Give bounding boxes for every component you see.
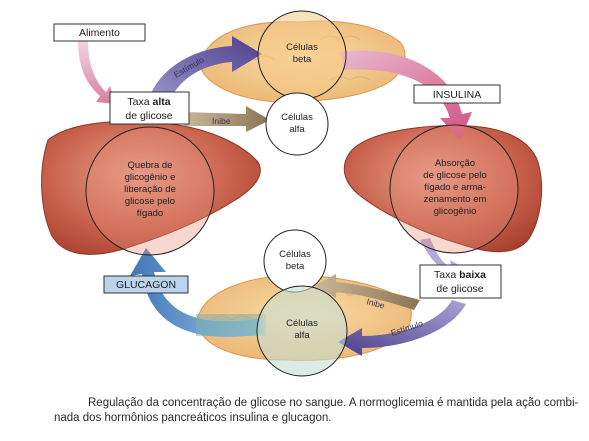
alpha-bottom-line2: alfa — [294, 330, 310, 341]
inhibit-bottom-label: Inibe — [365, 296, 386, 311]
circle-alpha-top: Células alfa — [265, 92, 329, 156]
glucagon-band — [196, 314, 266, 336]
high-glucose-bold: alta — [153, 96, 171, 108]
circle-beta-bottom: Células beta — [263, 229, 327, 293]
liver-left-line2: glicogênio e — [125, 172, 176, 183]
low-glucose-box: Taxa baixa de glicose — [419, 264, 502, 299]
low-glucose-prefix: Taxa — [434, 269, 459, 281]
high-glucose-box: Taxa alta de glicose — [109, 91, 190, 125]
food-label: Alimento — [79, 27, 120, 39]
liver-left-line1: Quebra de — [128, 160, 173, 171]
alpha-top-line1: Células — [281, 112, 313, 123]
alpha-bottom-line1: Células — [286, 318, 318, 329]
inhibit-arrow-top — [184, 106, 270, 132]
glucagon-label: GLUCAGON — [116, 279, 176, 291]
circle-beta-top: Células beta — [257, 10, 347, 100]
liver-right-line3: fígado e arma- — [424, 182, 486, 193]
glucagon-box: GLUCAGON — [103, 275, 189, 294]
beta-top-line2: beta — [293, 54, 312, 65]
glucagon-arrow — [130, 248, 262, 337]
food-arrow — [78, 40, 116, 104]
beta-bottom-line1: Células — [279, 249, 311, 260]
insulin-label: INSULINA — [433, 89, 481, 101]
liver-left-line3: liberação de — [124, 184, 176, 195]
insulin-box: INSULINA — [413, 84, 501, 104]
caption-line1: Regulação da concentração de glicose no … — [88, 397, 579, 409]
liver-left-line5: fígado — [137, 208, 163, 219]
inhibit-top-label: Inibe — [212, 116, 231, 126]
liver-right-line4: zenamento em — [424, 194, 487, 205]
circle-liver-right: Absorção de glicose pelo fígado e arma- … — [389, 124, 519, 254]
food-box: Alimento — [53, 23, 146, 42]
liver-right-line5: glicogênio — [434, 206, 477, 217]
low-glucose-line2: de glicose — [436, 283, 483, 295]
beta-top-line1: Células — [286, 42, 318, 53]
liver-right-line2: de glicose pelo — [423, 170, 486, 181]
beta-bottom-line2: beta — [286, 261, 305, 272]
stimulus-arrow-bottom — [338, 300, 466, 356]
liver-right-line1: Absorção — [435, 158, 475, 169]
high-glucose-line1: Taxa alta — [127, 96, 170, 108]
circle-alpha-bottom: Células alfa — [256, 285, 348, 377]
circle-liver-left: Quebra de glicogênio e liberação de glic… — [85, 126, 215, 256]
low-glucose-bold: baixa — [459, 269, 486, 281]
liver-left-line4: glicose pelo — [125, 196, 175, 207]
caption-line2: nada dos hormônios pancreáticos insulina… — [54, 412, 332, 424]
inhibit-arrow-bottom — [314, 274, 420, 310]
stimulus-arrow-top — [150, 36, 262, 100]
high-glucose-prefix: Taxa — [127, 96, 152, 108]
high-glucose-line2: de glicose — [125, 110, 172, 122]
figure-caption: Regulação da concentração de glicose no … — [32, 396, 582, 426]
alpha-top-line2: alfa — [289, 124, 305, 135]
low-glucose-line1: Taxa baixa — [434, 269, 486, 281]
